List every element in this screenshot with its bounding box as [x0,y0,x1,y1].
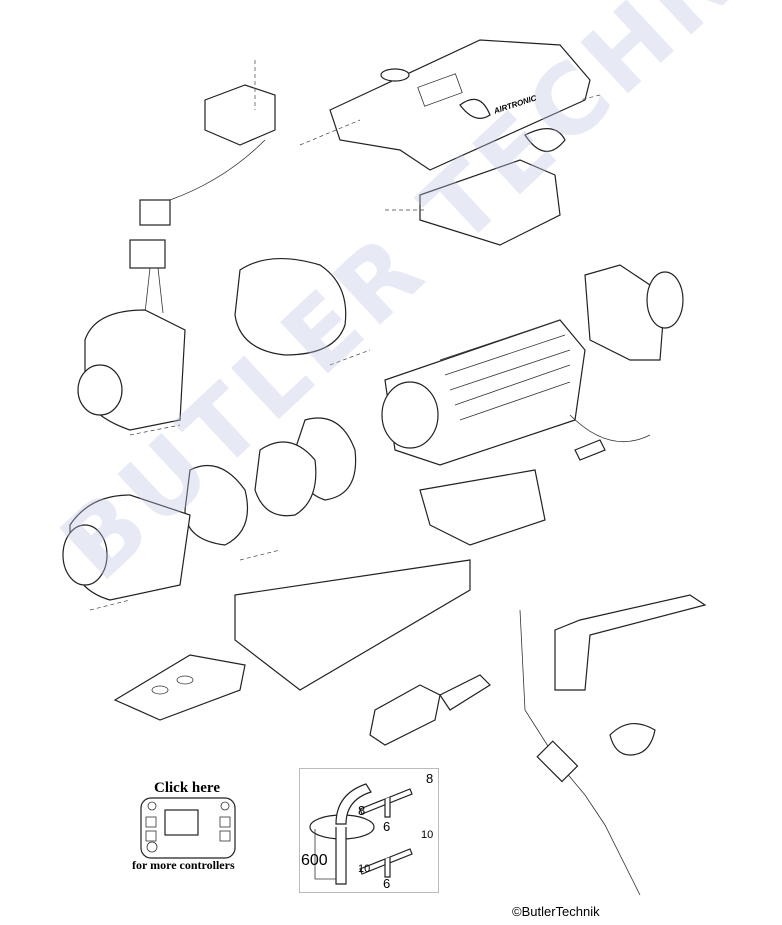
exhaust-pipe [439,674,491,711]
connector [139,199,171,226]
connector-2 [129,239,166,269]
tee1-outlet-a: 8 [426,771,434,786]
fuel-pump [536,740,579,783]
top-grommet [380,68,410,82]
base-pan [234,559,471,691]
controller-link-title[interactable]: Click here [154,780,220,796]
tee2-outlet-c: 6 [383,876,391,891]
hood-clamp [609,723,656,756]
standpipe-drawing [309,783,413,885]
air-duct [554,594,707,691]
fan-plate [254,441,317,517]
bracket-frame [234,258,347,356]
cover-plug [459,98,491,119]
motor-gasket [184,464,249,546]
blower-outlet [77,364,123,416]
exhaust-silencer [369,684,441,746]
tee1-outlet-b: 8 [358,803,366,818]
fuel-line [519,609,641,896]
round-cap [524,128,566,152]
air-outlet-hood [584,264,666,361]
lower-tray [419,469,546,546]
tee2-outlet-b: 10 [358,863,371,875]
controller-link-subtitle[interactable]: for more controllers [132,858,235,872]
combustion-opening [381,381,439,449]
mounting-plate [113,654,246,721]
tee2-outlet-a: 10 [421,829,434,841]
controller-link[interactable]: Click here [132,780,242,797]
motor-inlet [62,524,108,586]
control-unit [204,84,276,146]
cover-window [417,73,463,107]
glow-pin [574,439,606,461]
copyright: ©ButlerTechnik [512,904,600,919]
outlet-ring [646,271,684,329]
tee1-outlet-c: 6 [383,819,391,834]
fuel-standpipe-kit: 600 8 8 6 10 10 6 [299,768,439,893]
inner-cover [419,159,561,246]
length-label: 600 [301,852,328,869]
